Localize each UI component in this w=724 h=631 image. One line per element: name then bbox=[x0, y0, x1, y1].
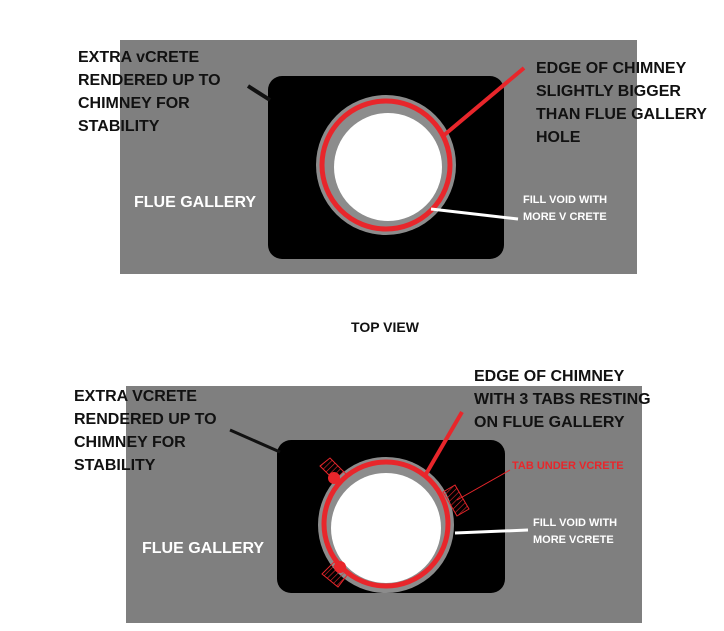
bottom-diagram: EXTRA VCRETE RENDERED UP TO CHIMNEY FOR … bbox=[74, 368, 655, 623]
chimney-edge-label-bottom: EDGE OF CHIMNEY WITH 3 TABS RESTING ON F… bbox=[474, 368, 655, 431]
flue-hole bbox=[334, 113, 442, 221]
extra-vcrete-label: EXTRA vCRETE RENDERED UP TO CHIMNEY FOR … bbox=[78, 49, 225, 135]
view-title: TOP VIEW bbox=[351, 319, 420, 335]
chimney-edge-circle-bottom bbox=[321, 459, 451, 589]
flue-hole-bottom bbox=[331, 473, 441, 583]
fill-void-label: FILL VOID WITH MORE V CRETE bbox=[523, 194, 610, 223]
tab-under-vcrete-label: TAB UNDER VCRETE bbox=[512, 460, 624, 472]
extra-vcrete-label-bottom: EXTRA VCRETE RENDERED UP TO CHIMNEY FOR … bbox=[74, 388, 221, 474]
tab-marker-lower-left bbox=[334, 561, 346, 573]
extra-vcrete-pointer bbox=[246, 84, 272, 102]
flue-gallery-label: FLUE GALLERY bbox=[134, 194, 256, 211]
extra-vcrete-pointer-bottom bbox=[229, 428, 281, 454]
fill-void-pointer bbox=[430, 207, 519, 221]
chimney-edge-pointer-bottom bbox=[424, 410, 464, 476]
chimney-edge-pointer bbox=[441, 66, 526, 138]
flue-gallery-label-bottom: FLUE GALLERY bbox=[142, 540, 264, 557]
fill-void-label-bottom: FILL VOID WITH MORE VCRETE bbox=[533, 517, 620, 546]
chimney-edge-label: EDGE OF CHIMNEY SLIGHTLY BIGGER THAN FLU… bbox=[536, 60, 711, 146]
top-diagram: EXTRA vCRETE RENDERED UP TO CHIMNEY FOR … bbox=[78, 40, 711, 274]
fill-void-pointer-bottom bbox=[454, 528, 529, 535]
tab-pointer bbox=[456, 469, 511, 501]
chimney-tab-right bbox=[442, 484, 470, 517]
tab-marker-upper-left bbox=[328, 472, 340, 484]
chimney-edge-circle bbox=[319, 98, 453, 232]
